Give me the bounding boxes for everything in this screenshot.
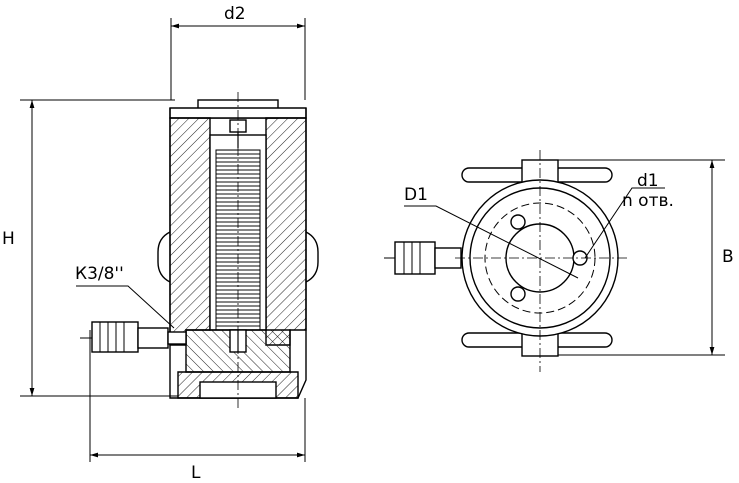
d1-small-label: d1 [637,171,659,191]
k-thread-label: К3/8'' [75,264,124,284]
mount-hole-1 [510,214,526,230]
top-view [384,150,725,372]
k-leader [76,285,175,329]
l-label: L [191,463,201,483]
small-d1-leader [584,187,665,259]
mount-hole-2 [510,286,526,302]
coupler-port [167,331,187,345]
section-view [20,18,319,462]
n-holes-label: n отв. [622,191,674,211]
body-bulge-left [157,231,171,283]
coupler-nipple [137,327,169,349]
d2-label: d2 [224,4,246,24]
d1-leader [404,205,579,279]
b-label: B [722,247,734,267]
d1-big-label: D1 [404,185,428,205]
body-bulge-right [305,231,319,283]
h-label: H [2,229,15,249]
cylinder-wall-right [265,117,307,346]
cylinder-wall-left [169,117,211,346]
top-coupler-body [394,241,436,275]
coupler-body [91,321,139,353]
